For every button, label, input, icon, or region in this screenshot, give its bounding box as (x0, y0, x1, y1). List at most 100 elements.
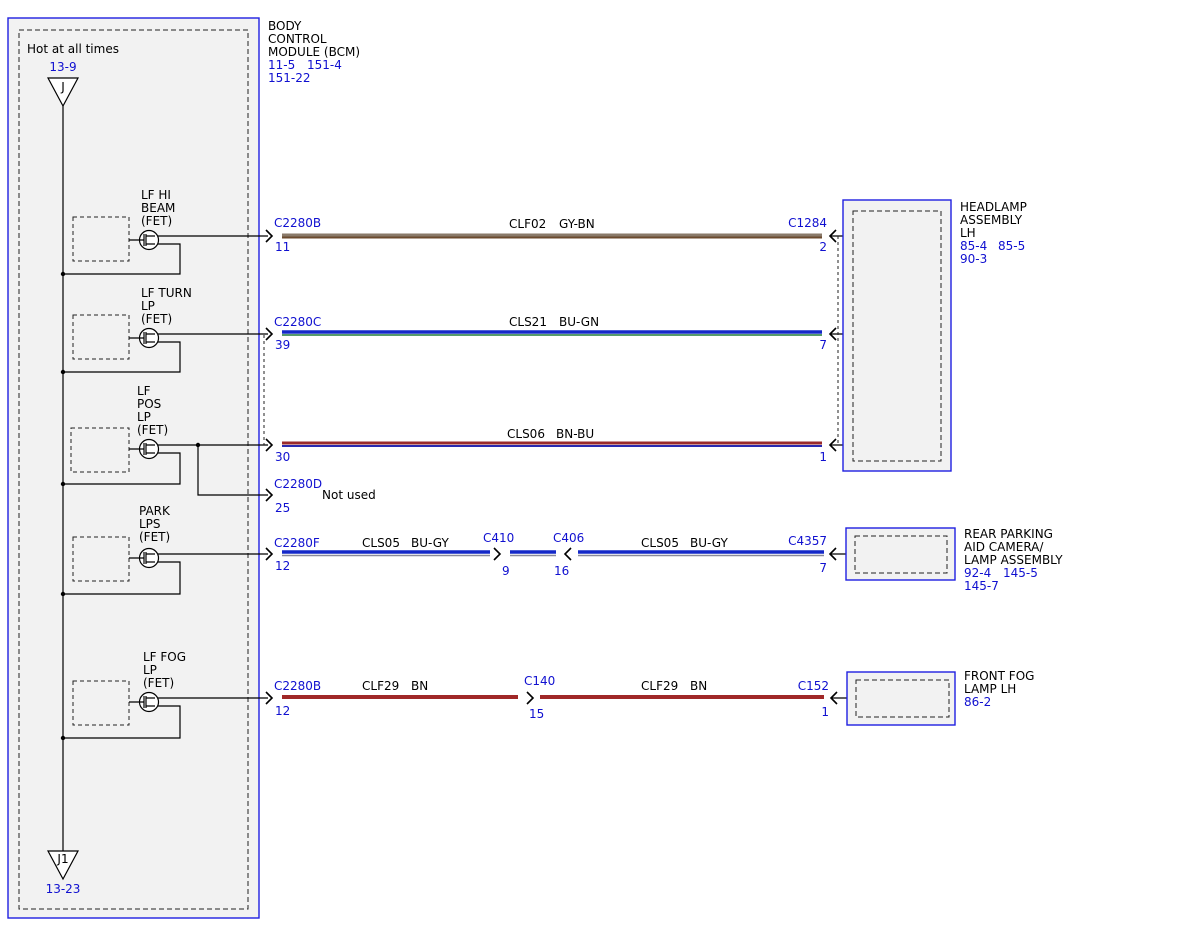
fet-symbol-icon (129, 552, 155, 564)
end-connector-label[interactable]: C1284 (788, 216, 827, 230)
bcm-ref-1[interactable]: 11-5 (268, 58, 295, 72)
connector-arrow-icon (265, 488, 274, 502)
connector-label[interactable]: C2280C (274, 315, 321, 329)
wire-color-label: BU-GN (559, 315, 599, 329)
pin-label: 39 (275, 338, 290, 352)
inline-pin-label: 9 (502, 564, 510, 578)
fet-supply-line (63, 452, 181, 485)
component-border (845, 527, 956, 581)
connector-j-triangle-icon (46, 77, 80, 108)
component-border (842, 199, 952, 472)
pin-label: 12 (275, 559, 290, 573)
junction-dot (60, 481, 66, 487)
end-pin-label: 1 (819, 450, 827, 464)
connector-arrow-icon (526, 691, 535, 705)
fet-label-line: LF TURN (141, 286, 192, 300)
component-title-line: LH (960, 226, 976, 240)
bcm-title: BODY CONTROL MODULE (BCM) 11-5 151-4 151… (268, 19, 360, 85)
component-title-line: HEADLAMP (960, 200, 1027, 214)
fet-label-line: LF HI (141, 188, 171, 202)
wire-color-label: BN (411, 679, 428, 693)
component-ref[interactable]: 90-3 (960, 252, 987, 266)
inline-connector-label[interactable]: C140 (524, 674, 555, 688)
bcm-module: Hot at all times 13-9 J J1 13-23 (7, 17, 260, 919)
fet-label-line: BEAM (141, 201, 175, 215)
wire-cls05[interactable]: C2280F 12 CLS05 BU-GY C410 9 C406 16 CLS… (274, 531, 853, 578)
fet-symbol-icon (129, 696, 155, 708)
fet-label-line: (FET) (139, 530, 170, 544)
wire-color-label: BN-BU (556, 427, 594, 441)
component-headlamp-assembly: HEADLAMP ASSEMBLY LH 85-4 85-5 90-3 (842, 199, 1027, 472)
connector-label[interactable]: C2280F (274, 536, 320, 550)
pin-label: 30 (275, 450, 290, 464)
fet-label-line: (FET) (137, 423, 168, 437)
not-used-label: Not used (322, 488, 376, 502)
bcm-title-line-1: BODY (268, 19, 302, 33)
power-label: Hot at all times (27, 42, 119, 56)
fet-control-box (72, 536, 130, 582)
fet-label-line: (FET) (141, 312, 172, 326)
component-ref[interactable]: 86-2 (964, 695, 991, 709)
fet-label-line: LPS (139, 517, 161, 531)
component-inner-dashed (855, 679, 950, 718)
fet-supply-line (63, 341, 181, 373)
component-front-fog-lamp: FRONT FOG LAMP LH 86-2 (846, 669, 1034, 726)
fet-supply-line (63, 243, 181, 275)
wire-cls21[interactable]: C2280C 39 CLS21 BU-GN 7 (274, 315, 852, 352)
bcm-ref-3[interactable]: 151-22 (268, 71, 311, 85)
component-ref[interactable]: 145-7 (964, 579, 999, 593)
bcm-ref-2[interactable]: 151-4 (307, 58, 342, 72)
component-title-line: FRONT FOG (964, 669, 1034, 683)
top-connector-label: J (60, 80, 65, 94)
inline-connector-label[interactable]: C406 (553, 531, 584, 545)
component-inner-dashed (852, 210, 942, 462)
fet-park-lps: PARK LPS (FET) (60, 504, 268, 597)
bcm-title-line-3: MODULE (BCM) (268, 45, 360, 59)
junction-dot (60, 735, 66, 741)
fet-label-line: LF (137, 384, 151, 398)
component-ref[interactable]: 145-5 (1003, 566, 1038, 580)
component-ref[interactable]: 92-4 (964, 566, 991, 580)
bcm-title-line-2: CONTROL (268, 32, 327, 46)
component-title-line: AID CAMERA/ (964, 540, 1044, 554)
junction-dot (60, 271, 66, 277)
component-border (846, 671, 956, 726)
wire-clf02[interactable]: C2280B 11 CLF02 GY-BN C1284 2 (274, 216, 852, 254)
bcm-module-border (7, 17, 260, 919)
end-pin-label: 7 (819, 338, 827, 352)
pin-label: 12 (275, 704, 290, 718)
component-rear-parking-camera: REAR PARKING AID CAMERA/ LAMP ASSEMBLY 9… (845, 527, 1063, 593)
bottom-connector-label: J1 (56, 852, 68, 866)
connector-label[interactable]: C2280B (274, 216, 321, 230)
fet-label-line: LP (143, 663, 157, 677)
connector-arrow-icon (828, 547, 837, 561)
component-ref[interactable]: 85-5 (998, 239, 1025, 253)
inline-connector-label[interactable]: C410 (483, 531, 514, 545)
inline-pin-label: 16 (554, 564, 569, 578)
component-ref[interactable]: 85-4 (960, 239, 987, 253)
fet-label-line: (FET) (141, 214, 172, 228)
circuit-label: CLS05 (641, 536, 679, 550)
circuit-label: CLS05 (362, 536, 400, 550)
fet-label-line: POS (137, 397, 161, 411)
fet-lf-turn-lp: LF TURN LP (FET) (60, 286, 268, 375)
circuit-label: CLS06 (507, 427, 545, 441)
end-connector-label[interactable]: C152 (798, 679, 829, 693)
wire-cls06[interactable]: 30 CLS06 BN-BU 1 (275, 427, 852, 464)
fet-control-box (72, 314, 130, 360)
fet-label-line: (FET) (143, 676, 174, 690)
fet-control-box (72, 680, 130, 726)
fet-control-box (70, 427, 130, 473)
connector-label[interactable]: C2280B (274, 679, 321, 693)
circuit-label: CLS21 (509, 315, 547, 329)
top-ref: 13-9 (49, 60, 76, 74)
fet-label-line: LP (137, 410, 151, 424)
end-connector-label[interactable]: C4357 (788, 534, 827, 548)
connector-arrow-icon (829, 691, 838, 705)
connector-label[interactable]: C2280D (274, 477, 322, 491)
component-title-line: LAMP LH (964, 682, 1016, 696)
wire-clf29[interactable]: C2280B 12 CLF29 BN C140 15 CLF29 BN C152… (274, 674, 854, 721)
connector-arrow-icon (828, 438, 837, 452)
connector-arrow-icon (493, 547, 502, 561)
